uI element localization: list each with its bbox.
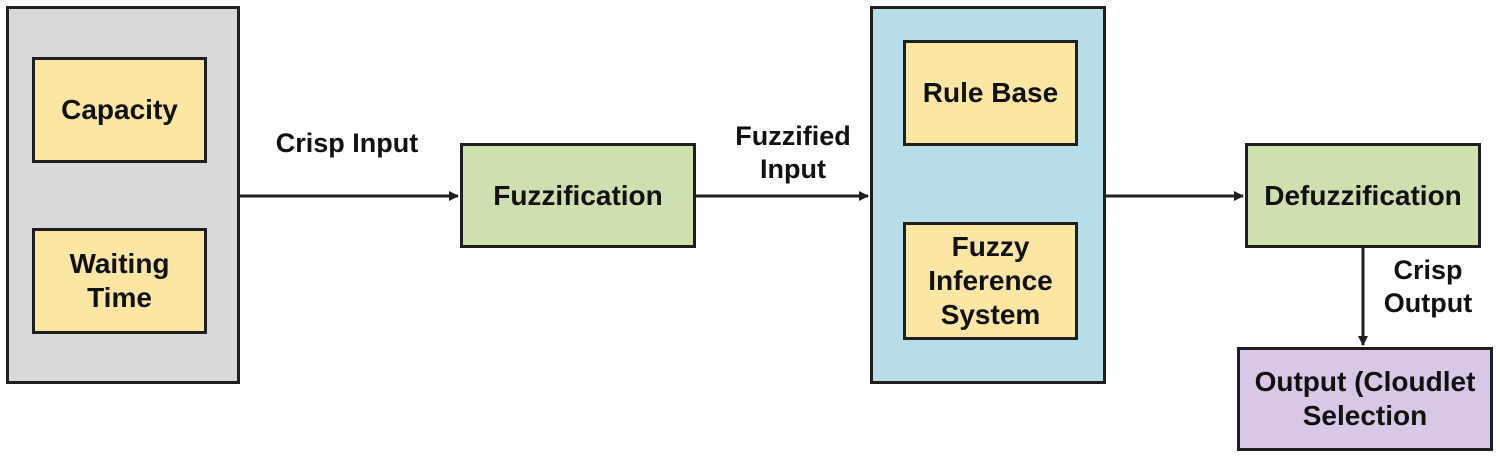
crisp-output-label: Crisp Output bbox=[1383, 255, 1473, 318]
fuzzy-inference-system-box: Fuzzy Inference System bbox=[903, 222, 1078, 340]
defuzzification-box: Defuzzification bbox=[1245, 143, 1481, 248]
capacity-box: Capacity bbox=[32, 57, 207, 163]
fuzzification-box: Fuzzification bbox=[460, 143, 696, 248]
rule-base-box: Rule Base bbox=[903, 40, 1078, 146]
fuzzified-input-label: Fuzzified Input bbox=[735, 121, 851, 184]
waiting-time-box: Waiting Time bbox=[32, 228, 207, 334]
crisp-input-label: Crisp Input bbox=[275, 128, 419, 158]
output-cloudlet-selection-box: Output (Cloudlet Selection bbox=[1237, 347, 1493, 451]
